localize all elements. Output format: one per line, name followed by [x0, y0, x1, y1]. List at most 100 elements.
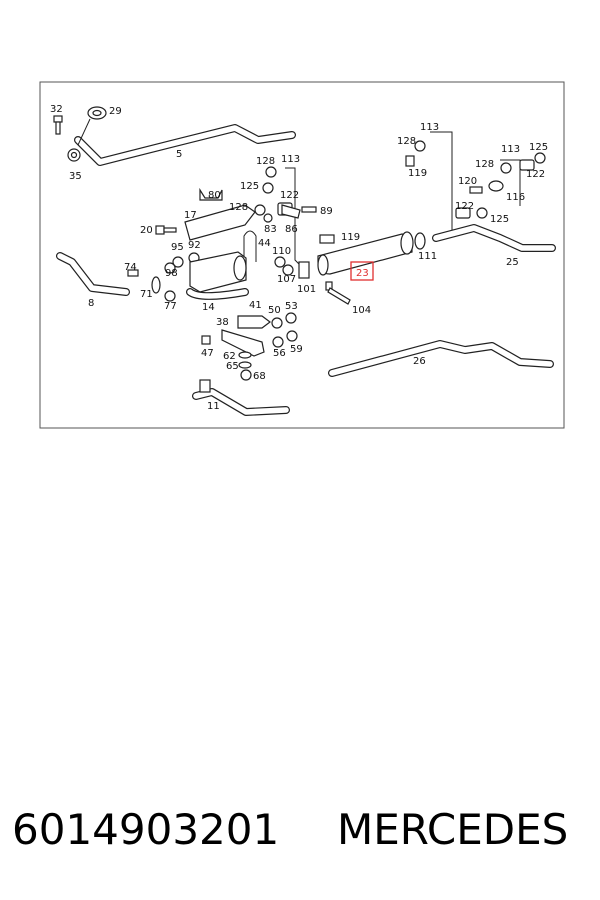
label-95: 95 — [171, 242, 184, 253]
part-113-hanger-c[interactable] — [500, 159, 521, 206]
label-44: 44 — [258, 238, 271, 249]
part-71-clamp[interactable] — [151, 276, 161, 294]
part-80-bracket[interactable] — [199, 187, 223, 201]
part-17-heat-shield[interactable] — [184, 204, 256, 241]
label-20: 20 — [140, 225, 153, 236]
part-116-bracket[interactable] — [488, 180, 504, 192]
label-128-c: 128 — [397, 136, 416, 147]
part-86-bracket[interactable] — [281, 204, 301, 219]
part-110-nut[interactable] — [274, 256, 286, 268]
label-59: 59 — [290, 344, 303, 355]
part-98-nut[interactable] — [164, 262, 176, 274]
part-50-nut[interactable] — [271, 317, 283, 329]
diagram-frame — [39, 81, 565, 429]
part-20-bolt[interactable] — [155, 225, 177, 235]
part-120-bolt[interactable] — [469, 186, 483, 194]
part-125-nut-a[interactable] — [262, 182, 274, 194]
part-35-nut[interactable] — [67, 148, 81, 162]
label-122-a: 122 — [280, 190, 299, 201]
label-89: 89 — [320, 206, 333, 217]
label-56: 56 — [273, 348, 286, 359]
label-74: 74 — [124, 262, 137, 273]
label-111: 111 — [418, 251, 437, 262]
part-122-rubber-c[interactable] — [455, 207, 471, 219]
label-38: 38 — [216, 317, 229, 328]
part-119-clamp-a[interactable] — [319, 234, 335, 244]
part-83-nut[interactable] — [263, 213, 273, 223]
part-32-bolt[interactable] — [53, 115, 63, 135]
label-128-b: 128 — [229, 202, 248, 213]
part-125-nut-c[interactable] — [476, 207, 488, 219]
part-107-nut[interactable] — [282, 264, 294, 276]
part-41-bracket[interactable] — [237, 315, 271, 329]
label-53: 53 — [285, 301, 298, 312]
label-125-b: 125 — [529, 142, 548, 153]
part-47-bolt[interactable] — [201, 335, 211, 345]
part-128-nut-b[interactable] — [254, 204, 266, 216]
part-26-pipe[interactable] — [328, 340, 554, 377]
part-25-tail-pipe[interactable] — [432, 224, 556, 252]
label-98: 98 — [165, 268, 178, 279]
label-119-a: 119 — [341, 232, 360, 243]
label-26: 26 — [413, 356, 426, 367]
part-number-caption: 6014903201 — [12, 805, 280, 854]
label-14: 14 — [202, 302, 215, 313]
part-56-nut[interactable] — [272, 336, 284, 348]
part-95-nut[interactable] — [172, 256, 184, 268]
label-5: 5 — [176, 149, 182, 160]
part-62-washer[interactable] — [238, 351, 252, 359]
label-110: 110 — [272, 246, 291, 257]
label-68: 68 — [253, 371, 266, 382]
part-122-rubber-b[interactable] — [519, 159, 535, 171]
label-116: 116 — [506, 192, 525, 203]
label-113-c: 113 — [501, 144, 520, 155]
label-120: 120 — [458, 176, 477, 187]
label-104: 104 — [352, 305, 371, 316]
part-101-clamp[interactable] — [298, 261, 310, 279]
part-23-muffler[interactable] — [317, 231, 414, 276]
part-14-pre-muffler[interactable] — [186, 251, 249, 300]
label-128-d: 128 — [475, 159, 494, 170]
part-125-nut-b[interactable] — [534, 152, 546, 164]
part-44-u-clamp[interactable] — [243, 230, 257, 262]
part-128-nut-d[interactable] — [500, 162, 512, 174]
part-5-front-pipe[interactable] — [74, 124, 296, 166]
part-77-nut[interactable] — [164, 290, 176, 302]
label-71: 71 — [140, 289, 153, 300]
label-17: 17 — [184, 210, 197, 221]
part-11-pipe[interactable] — [192, 379, 290, 416]
label-41: 41 — [249, 300, 262, 311]
label-125-a: 125 — [240, 181, 259, 192]
label-47: 47 — [201, 348, 214, 359]
label-128-a: 128 — [256, 156, 275, 167]
label-32: 32 — [50, 104, 63, 115]
label-92: 92 — [188, 240, 201, 251]
part-74-bolt[interactable] — [127, 269, 139, 277]
part-8-inlet-pipe[interactable] — [56, 252, 130, 296]
label-119-b: 119 — [408, 168, 427, 179]
part-128-nut-a[interactable] — [265, 166, 277, 178]
part-59-nut[interactable] — [286, 330, 298, 342]
brand-caption: MERCEDES — [337, 805, 569, 854]
part-29-gasket[interactable] — [87, 106, 107, 120]
part-111-clamp[interactable] — [414, 232, 426, 250]
label-29: 29 — [109, 106, 122, 117]
part-38-strap[interactable] — [221, 329, 265, 357]
part-65-washer[interactable] — [238, 361, 252, 369]
label-8: 8 — [88, 298, 94, 309]
part-128-nut-c[interactable] — [414, 140, 426, 152]
label-25: 25 — [506, 257, 519, 268]
part-89-bolt[interactable] — [301, 206, 317, 213]
label-125-c: 125 — [490, 214, 509, 225]
label-113-a: 113 — [281, 154, 300, 165]
part-53-nut[interactable] — [285, 312, 297, 324]
label-122-c: 122 — [526, 169, 545, 180]
label-83: 83 — [264, 224, 277, 235]
part-119-bolt-b[interactable] — [405, 155, 415, 167]
label-80: 80 — [208, 190, 221, 201]
part-104-bolt[interactable] — [325, 281, 351, 305]
label-50: 50 — [268, 305, 281, 316]
label-122-b: 122 — [455, 201, 474, 212]
part-68-nut[interactable] — [240, 369, 252, 381]
